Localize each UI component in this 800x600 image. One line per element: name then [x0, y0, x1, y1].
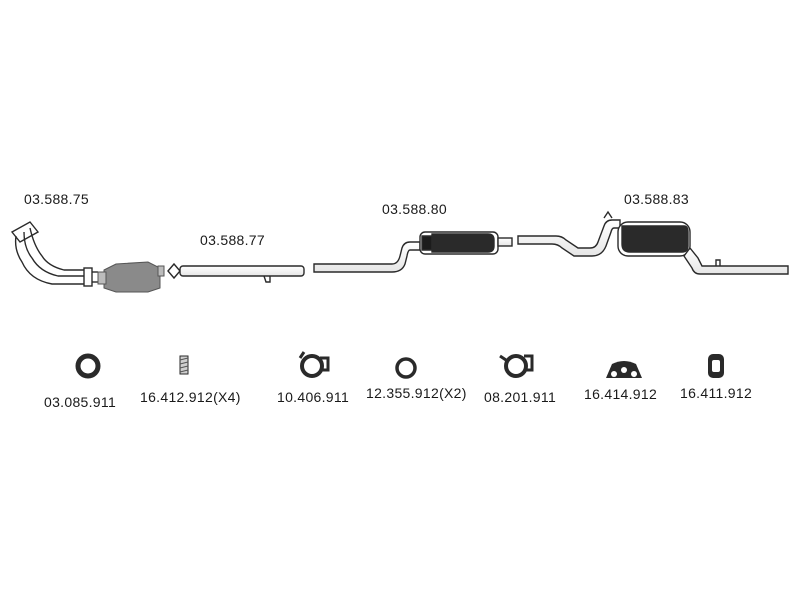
rear-silencer-part — [517, 210, 789, 275]
front-pipe-part — [167, 262, 305, 283]
clamp-a-icon — [298, 351, 330, 378]
catalyst-part — [97, 261, 165, 293]
single-hanger-label: 16.411.912 — [680, 385, 753, 401]
downpipe-part — [10, 221, 98, 287]
stud-icon — [179, 355, 189, 375]
gasket-ring-icon — [75, 353, 101, 379]
single-hanger-icon — [708, 354, 724, 378]
front-pipe-label: 03.588.77 — [200, 232, 265, 248]
gasket-ring-label: 03.085.911 — [44, 394, 117, 410]
clamp-a-label: 10.406.911 — [277, 389, 350, 405]
triple-hanger-icon — [606, 361, 642, 378]
downpipe-label: 03.588.75 — [24, 191, 89, 207]
sealing-ring-label: 12.355.912(X2) — [366, 385, 467, 401]
clamp-b-icon — [499, 354, 534, 378]
triple-hanger-label: 16.414.912 — [584, 386, 658, 402]
sealing-ring-icon — [395, 357, 417, 379]
center-silencer-part — [313, 231, 513, 273]
clamp-b-label: 08.201.911 — [484, 389, 557, 405]
rear-silencer-label: 03.588.83 — [624, 191, 689, 207]
center-silencer-label: 03.588.80 — [382, 201, 447, 217]
stud-label: 16.412.912(X4) — [140, 389, 241, 405]
